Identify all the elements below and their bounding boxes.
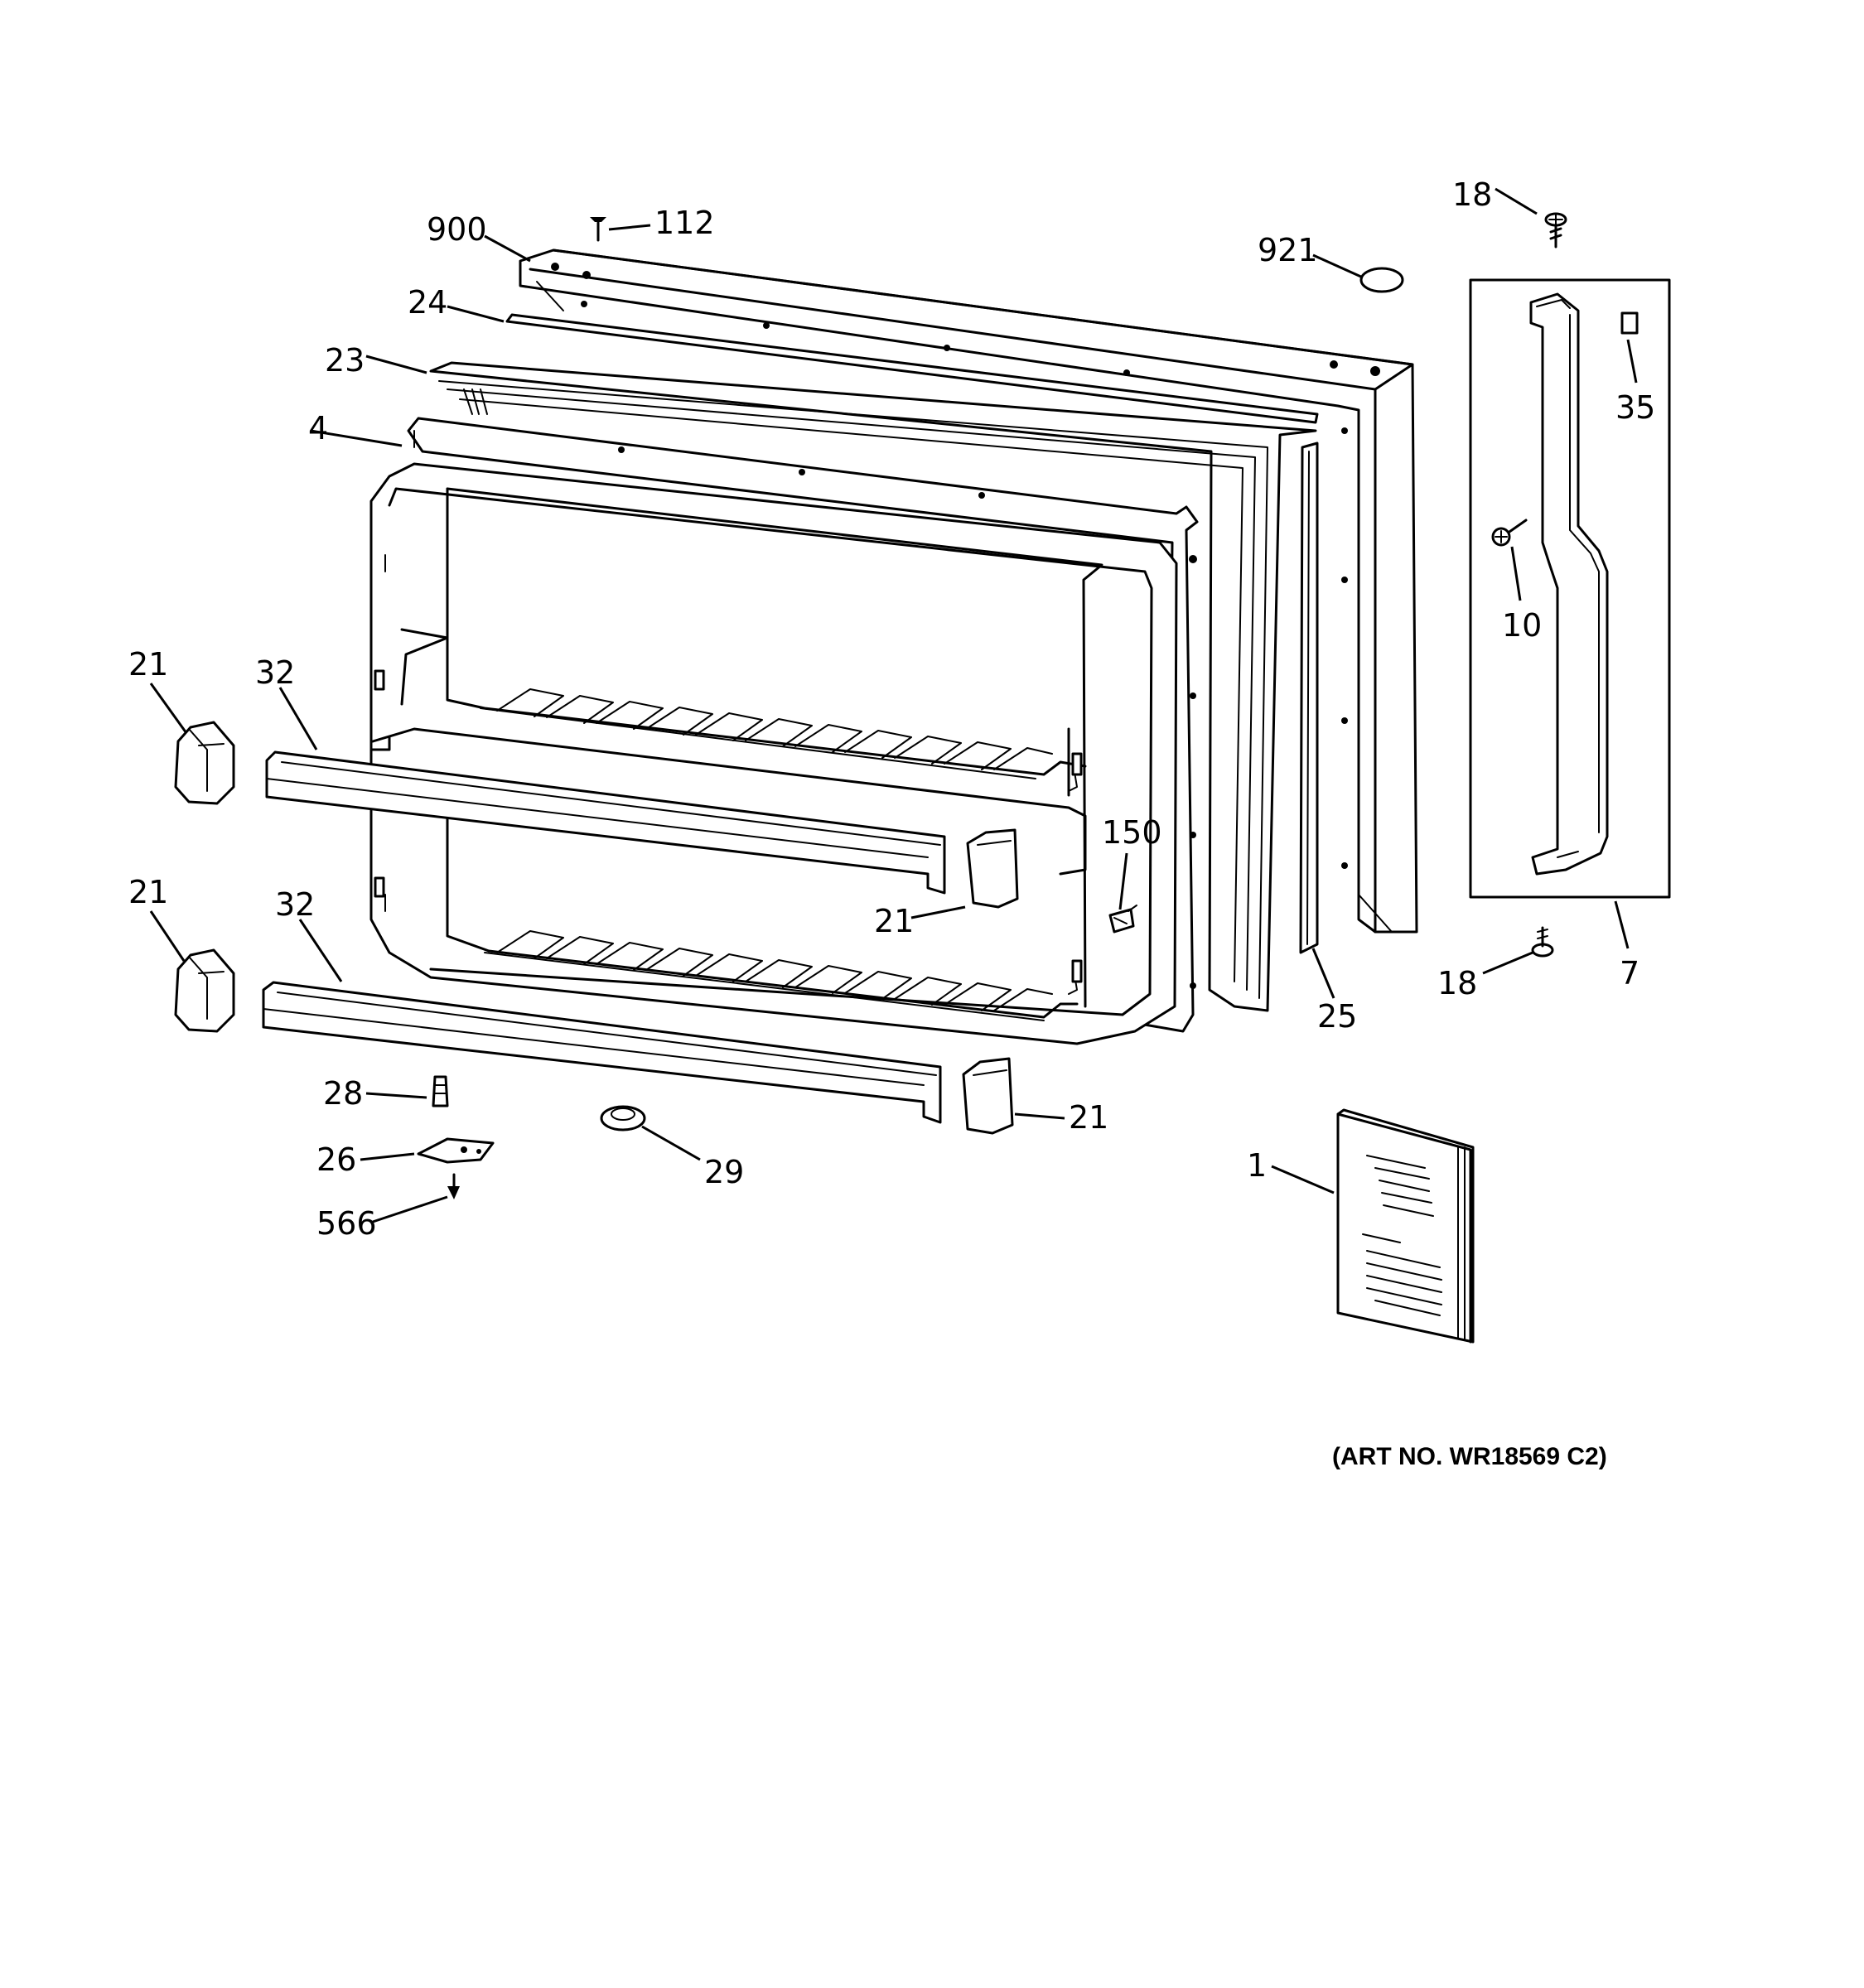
door-strip xyxy=(505,313,1319,424)
callout-29: 29 xyxy=(704,1154,744,1190)
callout-7: 7 xyxy=(1620,955,1639,992)
callout-21-lower-left: 21 xyxy=(128,874,168,910)
door-rail-lower xyxy=(262,981,942,1124)
callout-21-upper-right: 21 xyxy=(874,903,914,939)
callout-1: 1 xyxy=(1247,1147,1267,1184)
callout-18-top: 18 xyxy=(1452,176,1492,213)
callout-4: 4 xyxy=(308,410,328,446)
callout-900: 900 xyxy=(427,211,487,248)
owners-manual xyxy=(1336,1108,1475,1344)
screw-150 xyxy=(1108,905,1137,934)
callout-10: 10 xyxy=(1502,607,1542,644)
screw-566 xyxy=(447,1173,460,1199)
callout-566: 566 xyxy=(316,1205,377,1242)
rail-end-cap-lower-right xyxy=(962,1057,1014,1135)
callout-921: 921 xyxy=(1258,232,1318,268)
door-rail-upper xyxy=(265,750,946,895)
plug-29 xyxy=(600,1105,646,1132)
rail-end-cap-lower-left xyxy=(174,948,235,1033)
callout-24: 24 xyxy=(408,284,447,321)
callout-23: 23 xyxy=(325,342,365,379)
callout-112: 112 xyxy=(654,205,715,241)
art-number: (ART NO. WR18569 C2) xyxy=(1332,1443,1607,1470)
door-gasket xyxy=(429,361,1317,1012)
handle-assembly xyxy=(1469,278,1671,899)
rail-end-cap-upper-right xyxy=(966,828,1019,909)
inner-liner-shelves xyxy=(369,462,1178,1045)
screw-112 xyxy=(590,217,606,242)
hinge-plate-26 xyxy=(417,1137,495,1164)
callout-labels: 900 112 24 23 4 921 18 35 10 7 18 25 150… xyxy=(128,176,1655,1242)
breaker-strip xyxy=(1299,442,1319,954)
callout-21-lower-right: 21 xyxy=(1069,1099,1108,1136)
callout-18-bottom: 18 xyxy=(1437,965,1477,1001)
callout-150: 150 xyxy=(1102,814,1162,851)
leader-lines xyxy=(149,187,1638,1223)
screw-18-top xyxy=(1544,212,1567,248)
callout-25: 25 xyxy=(1317,998,1357,1035)
screw-10 xyxy=(1491,519,1528,547)
outer-door-panel xyxy=(519,248,1418,934)
callout-32-lower: 32 xyxy=(275,886,315,923)
rail-end-cap-upper-left xyxy=(174,721,235,805)
plug-921 xyxy=(1359,267,1404,293)
part-28 xyxy=(432,1075,449,1107)
callout-35: 35 xyxy=(1615,389,1655,426)
callout-26: 26 xyxy=(316,1141,356,1178)
screw-18-bottom xyxy=(1531,926,1554,958)
callout-21-upper-left: 21 xyxy=(128,646,168,683)
callout-32-upper: 32 xyxy=(255,654,295,691)
callout-28: 28 xyxy=(323,1075,363,1112)
